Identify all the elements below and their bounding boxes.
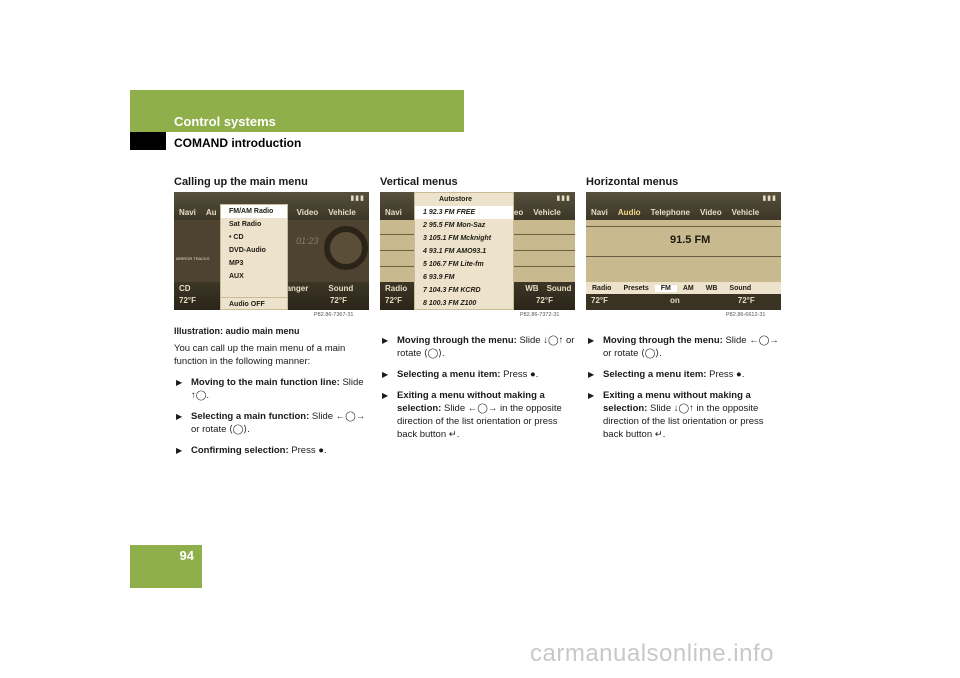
column-title: Horizontal menus bbox=[586, 176, 679, 188]
tab-video[interactable]: Video bbox=[700, 207, 722, 217]
header-band bbox=[130, 90, 464, 132]
arrow-icon: ▶ bbox=[382, 391, 389, 400]
tab-wb[interactable]: WB bbox=[705, 284, 718, 292]
signal-icon: ▮▮▮ bbox=[556, 195, 571, 202]
tab-navi[interactable]: Navi bbox=[591, 207, 608, 217]
instruction-item: ▶ Confirming selection: Press ●. bbox=[176, 445, 327, 456]
frequency-band bbox=[586, 232, 781, 250]
audio-main-menu: FM/AM Radio Sat Radio • CD DVD-Audio MP3… bbox=[220, 204, 288, 310]
temperature-left: 72°F bbox=[591, 296, 608, 305]
tab-navi[interactable]: Navi bbox=[385, 207, 402, 217]
clock-readout: 01:23 bbox=[296, 236, 319, 246]
mirror-tracks-label: MIRROR TRACKS bbox=[176, 256, 210, 261]
cd-disc-icon bbox=[324, 226, 368, 270]
menu-header-autostore[interactable]: Autostore bbox=[439, 196, 473, 203]
section-subtitle: COMAND introduction bbox=[174, 136, 302, 150]
figure-caption: Illustration: audio main menu bbox=[174, 326, 300, 336]
current-station: 91.5 FM bbox=[670, 234, 711, 246]
horizontal-menu-screen: ▮▮▮ Navi Audio Telephone Video Vehicle 9… bbox=[586, 192, 781, 310]
menu-item-audio-off[interactable]: Audio OFF bbox=[221, 297, 287, 310]
instruction-item: ▶ Exiting a menu without making a select… bbox=[588, 390, 764, 440]
tab-sound[interactable]: Sound bbox=[546, 284, 572, 293]
tab-cd[interactable]: CD bbox=[179, 284, 191, 293]
tab-am[interactable]: AM bbox=[682, 284, 694, 292]
station-item[interactable]: 3 105.1 FM Mcknight bbox=[423, 235, 492, 242]
instruction-item: ▶ Moving through the menu: Slide ←◯→ or … bbox=[588, 335, 779, 359]
audio-main-menu-screen: ▮▮▮ Navi Au Video Vehicle MIRROR TRACKS … bbox=[174, 192, 369, 310]
column-main-menu: Calling up the main menu ▮▮▮ Navi Au Vid… bbox=[174, 176, 370, 457]
tab-sound[interactable]: Sound bbox=[328, 284, 354, 293]
tab-fm[interactable]: FM bbox=[654, 284, 677, 292]
instruction-item: ▶ Selecting a main function: Slide ←◯→ o… bbox=[176, 411, 366, 435]
tab-presets[interactable]: Presets bbox=[623, 284, 649, 292]
page-number-box: 94 bbox=[130, 545, 202, 588]
arrow-icon: ▶ bbox=[176, 378, 183, 387]
instruction-item: ▶ Selecting a menu item: Press ●. bbox=[382, 369, 539, 380]
arrow-icon: ▶ bbox=[588, 370, 595, 379]
temperature-right: 72°F bbox=[737, 296, 755, 305]
tab-vehicle[interactable]: Vehicle bbox=[328, 207, 356, 217]
tab-audio[interactable]: Audio bbox=[617, 207, 641, 217]
tab-vehicle[interactable]: Vehicle bbox=[533, 207, 561, 217]
menu-item[interactable]: DVD-Audio bbox=[229, 247, 266, 254]
menu-item[interactable]: Sat Radio bbox=[229, 221, 262, 228]
station-item[interactable]: 5 106.7 FM Lite-fm bbox=[423, 261, 484, 268]
tab-vehicle[interactable]: Vehicle bbox=[731, 207, 760, 217]
watermark: carmanualsonline.info bbox=[530, 640, 774, 667]
section-title: Control systems bbox=[174, 114, 276, 129]
arrow-icon: ▶ bbox=[588, 391, 595, 400]
station-item[interactable]: 1 92.3 FM FREE bbox=[415, 206, 513, 219]
tab-wb[interactable]: WB bbox=[525, 284, 539, 293]
instruction-item: ▶ Exiting a menu without making a select… bbox=[382, 390, 562, 440]
column-vertical-menus: Vertical menus ▮▮▮ Navi eo Vehicle Radio… bbox=[380, 176, 576, 441]
figure-reference: P82.86-6612-31 bbox=[726, 312, 766, 318]
station-item[interactable]: 8 100.3 FM Z100 bbox=[423, 300, 477, 307]
tab-changer[interactable]: anger bbox=[286, 284, 309, 293]
temperature-right: 72°F bbox=[535, 296, 553, 305]
arrow-icon: ▶ bbox=[176, 446, 183, 455]
band-tabs: Radio Presets FM AM WB Sound bbox=[586, 282, 781, 294]
tab-audio[interactable]: Au bbox=[205, 207, 217, 217]
instruction-item: ▶ Moving through the menu: Slide ↓◯↑ or … bbox=[382, 335, 575, 359]
arrow-icon: ▶ bbox=[176, 412, 183, 421]
page-number: 94 bbox=[179, 548, 194, 563]
arrow-icon: ▶ bbox=[588, 336, 595, 345]
header-marker bbox=[130, 132, 166, 150]
figure-reference: P82.86-7367-31 bbox=[314, 312, 354, 318]
tab-radio[interactable]: Radio bbox=[592, 284, 612, 292]
menu-item[interactable]: AUX bbox=[229, 273, 244, 280]
station-item[interactable]: 4 93.1 FM AMO93.1 bbox=[423, 248, 487, 255]
vertical-menu-screen: ▮▮▮ Navi eo Vehicle Radio WB Sound 72°F … bbox=[380, 192, 575, 310]
station-item[interactable]: 7 104.3 FM KCRD bbox=[423, 287, 481, 294]
station-item[interactable]: 2 95.5 FM Mon-Saz bbox=[423, 222, 486, 229]
temperature-left: 72°F bbox=[179, 296, 196, 305]
instruction-item: ▶ Selecting a menu item: Press ●. bbox=[588, 369, 745, 380]
tab-video[interactable]: Video bbox=[296, 207, 319, 217]
arrow-icon: ▶ bbox=[382, 336, 389, 345]
bottom-tabs: CD anger Sound bbox=[174, 284, 369, 293]
menu-item[interactable]: MP3 bbox=[229, 260, 244, 267]
temperature-right: 72°F bbox=[329, 296, 347, 305]
station-list-menu: Autostore 1 92.3 FM FREE 2 95.5 FM Mon-S… bbox=[414, 192, 514, 310]
tab-radio[interactable]: Radio bbox=[385, 284, 408, 293]
tab-navi[interactable]: Navi bbox=[179, 207, 196, 217]
tab-telephone[interactable]: Telephone bbox=[650, 207, 690, 217]
signal-icon: ▮▮▮ bbox=[762, 195, 777, 202]
column-title: Vertical menus bbox=[380, 176, 458, 188]
temperature-left: 72°F bbox=[385, 296, 402, 305]
menu-item[interactable]: • CD bbox=[229, 234, 244, 241]
top-tabs: Navi Au Video Vehicle bbox=[174, 204, 369, 220]
menu-item[interactable]: FM/AM Radio bbox=[221, 205, 287, 218]
tab-sound[interactable]: Sound bbox=[729, 284, 752, 292]
figure-reference: P82.86-7372-31 bbox=[520, 312, 560, 318]
instruction-item: ▶ Moving to the main function line: Slid… bbox=[176, 377, 364, 401]
tab-video[interactable]: eo bbox=[513, 207, 524, 217]
intro-text: You can call up the main menu of a main … bbox=[174, 343, 346, 367]
arrow-icon: ▶ bbox=[382, 370, 389, 379]
signal-icon: ▮▮▮ bbox=[350, 195, 365, 202]
station-item[interactable]: 6 93.9 FM bbox=[423, 274, 455, 281]
status-on: on bbox=[669, 296, 680, 305]
column-title: Calling up the main menu bbox=[174, 176, 308, 188]
column-horizontal-menus: Horizontal menus ▮▮▮ Navi Audio Telephon… bbox=[586, 176, 782, 441]
